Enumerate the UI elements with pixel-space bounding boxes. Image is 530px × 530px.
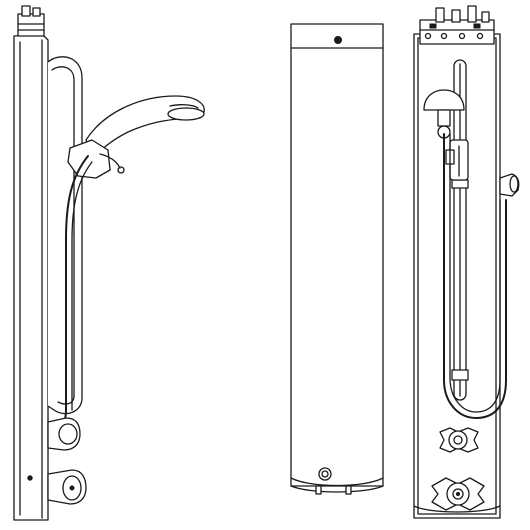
side-shower-holder	[67, 139, 111, 179]
side-top-valve	[17, 5, 45, 37]
front-shower-head	[423, 89, 465, 139]
side-panel-body	[13, 33, 49, 521]
side-diverter-knob	[47, 417, 81, 451]
side-view	[13, 5, 205, 521]
back-water-inlets	[315, 467, 352, 495]
front-thermostat-knob	[431, 477, 485, 511]
back-panel-body	[290, 23, 384, 487]
side-thermostat-knob	[47, 469, 87, 505]
front-diverter-knob	[439, 427, 479, 453]
side-screw	[27, 475, 33, 481]
front-view	[413, 5, 520, 519]
front-hose	[443, 133, 507, 419]
front-top-valves	[419, 5, 495, 45]
back-mounting-hole	[334, 36, 342, 44]
front-slide-bar	[451, 59, 469, 401]
back-view	[290, 23, 384, 495]
side-hand-shower	[67, 95, 205, 179]
front-side-outlet	[499, 173, 520, 197]
